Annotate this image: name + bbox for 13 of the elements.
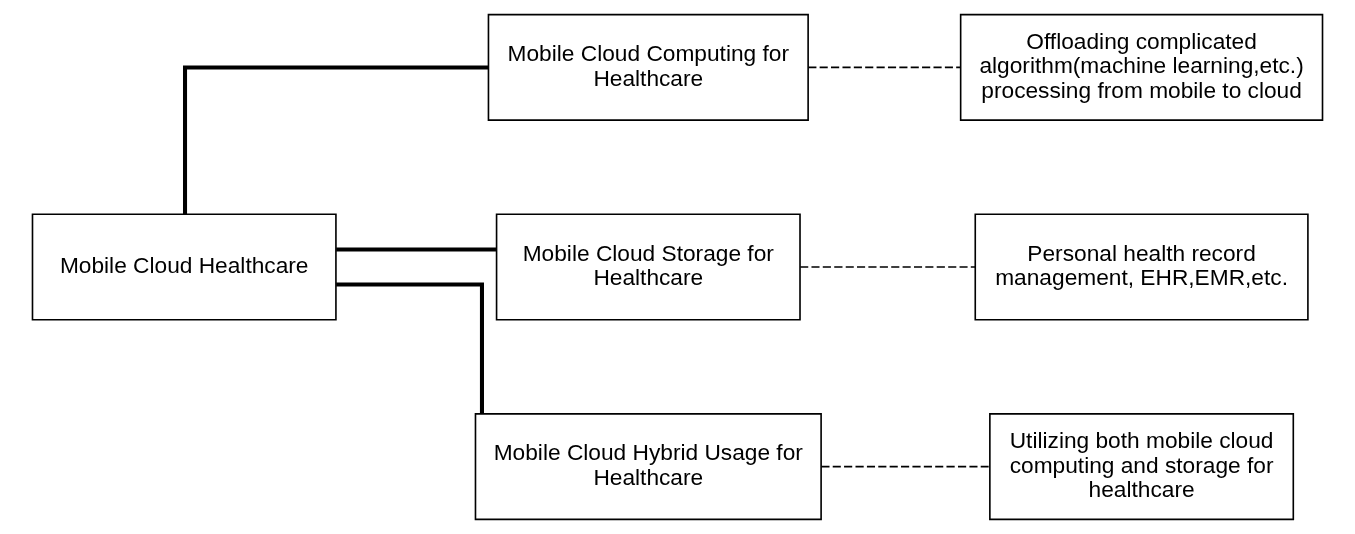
node-box: Offloading complicated algorithm(machine learning,etc.) processing from mobile to cloud [959,13,1324,121]
connector [336,247,496,252]
node-box: Mobile Cloud Storage for Healthcare [495,213,801,321]
node-box: Utilizing both mobile cloud computing and storage for healthcare [989,413,1295,521]
node-box: Personal health record management, EHR,EMR,etc. [974,213,1309,321]
connector [820,465,991,468]
connector [183,65,489,215]
node-box: Mobile Cloud Healthcare [31,213,337,321]
connector [807,66,962,69]
connector [336,282,484,414]
node-box: Mobile Cloud Hybrid Usage for Healthcare [474,413,822,521]
node-box: Mobile Cloud Computing for Healthcare [487,13,809,121]
connector [799,266,976,268]
